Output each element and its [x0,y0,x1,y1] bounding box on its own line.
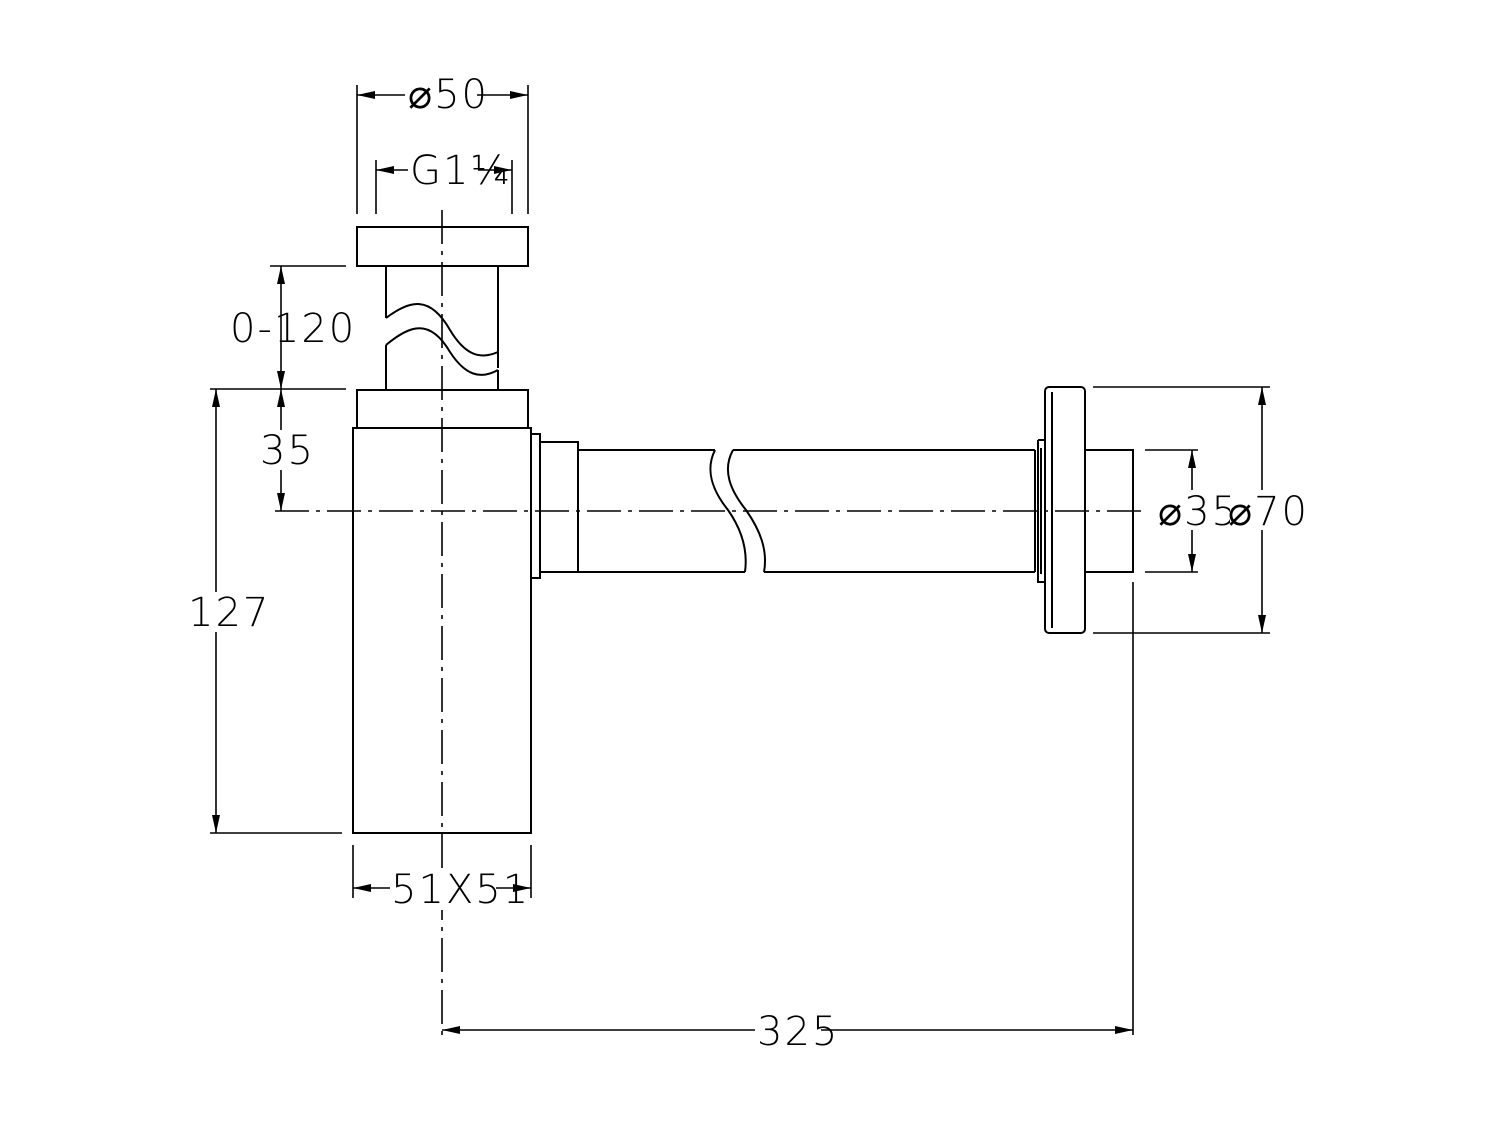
outlet-coupling [531,433,579,579]
trap-body [352,226,579,834]
dimension-lines [212,91,1266,1034]
extension-lines [210,85,1270,1035]
dim-body-height: 127 [188,590,270,636]
dim-inlet-offset: 35 [260,428,315,474]
dim-outlet-diameter: ⌀35 [1158,489,1239,535]
outlet-pipe [578,449,1035,573]
pipe-break-right [726,449,766,573]
dim-flange-diameter: ⌀70 [1228,489,1309,535]
dim-body-section: 51X51 [391,867,530,913]
stem-upper [385,266,499,368]
dim-outer-diameter-top: ⌀50 [408,72,489,118]
dim-thread-size: G1¼ [410,148,511,194]
dim-height-adjust: 0-120 [230,306,356,352]
pipe-break-left [709,449,747,573]
dimension-labels: ⌀50 G1¼ 0-120 35 127 51X51 325 ⌀35 ⌀70 [186,72,1309,1055]
stem-break [385,303,499,376]
stem-lower [385,345,499,390]
wall-flange [1034,386,1134,634]
dim-outlet-length: 325 [757,1009,839,1055]
